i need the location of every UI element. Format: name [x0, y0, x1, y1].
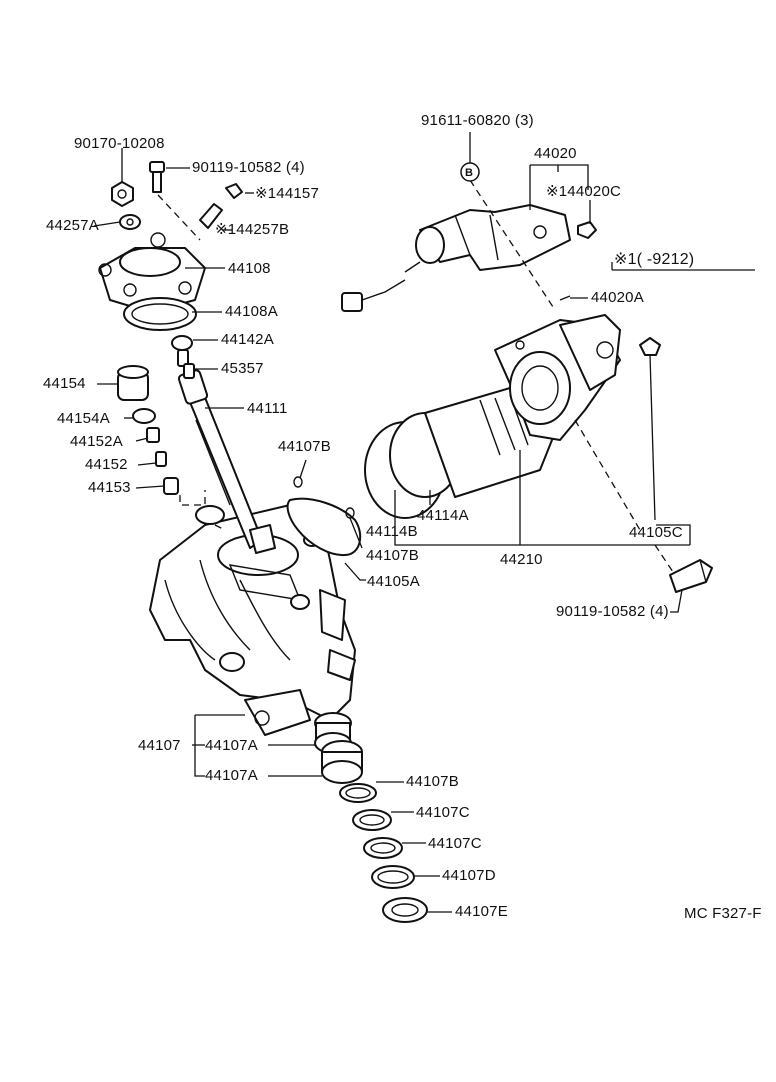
gaskets-middle [286, 476, 362, 557]
label-44107D: 44107D [442, 867, 496, 884]
leader-lines [93, 132, 755, 913]
gear-housing [149, 504, 356, 736]
note-9212: ※1( -9212) [614, 251, 695, 268]
label-44107: 44107 [138, 737, 181, 754]
label-44107C-2: 44107C [428, 835, 482, 852]
label-44107B-top: 44107B [278, 438, 331, 455]
label-44107A-1: 44107A [205, 737, 258, 754]
control-valve [341, 204, 661, 356]
bottom-bolt [669, 559, 713, 593]
label-44153: 44153 [88, 479, 131, 496]
guide-lines [157, 179, 676, 576]
label-45357: 45357 [221, 360, 264, 377]
catalog-code: MC F327-F [684, 905, 762, 922]
lower-seals [314, 712, 428, 923]
label-44108: 44108 [228, 260, 271, 277]
label-44154: 44154 [43, 375, 86, 392]
label-90170-10208: 90170-10208 [74, 135, 165, 152]
label-144257B: ※144257B [215, 221, 290, 238]
label-44257A: 44257A [46, 217, 99, 234]
label-44105A: 44105A [367, 573, 420, 590]
label-44210: 44210 [500, 551, 543, 568]
circle-b-marker [460, 162, 480, 182]
label-44107E: 44107E [455, 903, 508, 920]
label-44114B: 44114B [366, 523, 418, 540]
label-44114A: 44114A [417, 507, 469, 524]
label-91611-60820: 91611-60820 (3) [421, 112, 534, 129]
label-90119-10582-bottom: 90119-10582 (4) [556, 603, 669, 620]
label-44154A: 44154A [57, 410, 110, 427]
label-90119-10582-top: 90119-10582 (4) [192, 159, 305, 176]
label-44107C-1: 44107C [416, 804, 470, 821]
label-44152A: 44152A [70, 433, 123, 450]
label-44020A: 44020A [591, 289, 644, 306]
label-144020C: ※144020C [546, 183, 622, 200]
label-44107B-mid: 44107B [366, 547, 419, 564]
top-cover [98, 232, 206, 331]
label-44107A-2: 44107A [205, 767, 258, 784]
label-144157: ※144157 [255, 185, 320, 202]
label-44107B-low: 44107B [406, 773, 459, 790]
sector-shaft [177, 369, 276, 554]
label-44152: 44152 [85, 456, 128, 473]
label-44111: 44111 [247, 400, 288, 417]
label-44020: 44020 [534, 145, 577, 162]
top-hardware [111, 161, 243, 379]
label-44142A: 44142A [221, 331, 274, 348]
label-44105C: 44105C [629, 524, 683, 541]
label-44108A: 44108A [225, 303, 278, 320]
power-cylinder [364, 314, 621, 519]
adjuster-parts [117, 365, 179, 495]
circle-b-letter: B [465, 167, 474, 179]
